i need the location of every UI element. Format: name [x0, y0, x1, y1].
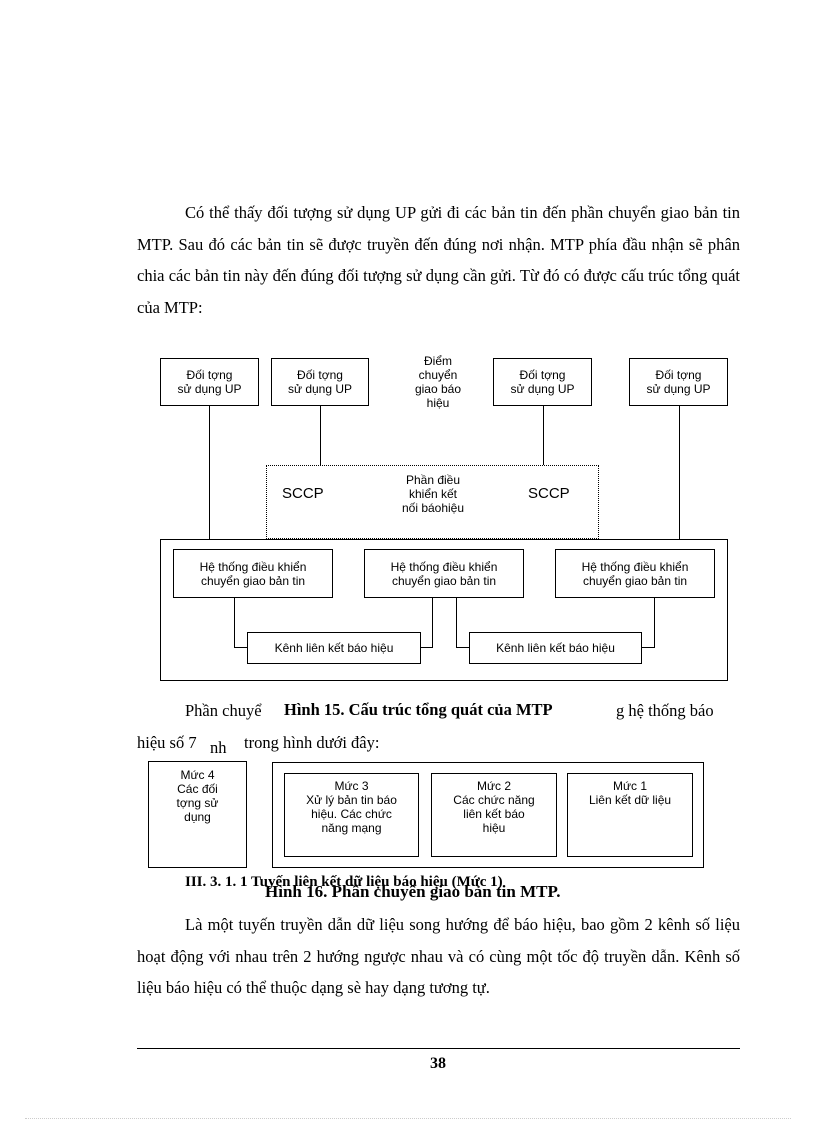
connector-line: [679, 406, 680, 539]
body-paragraph: Là một tuyến truyền dẫn dữ liệu song hướ…: [137, 915, 740, 997]
sccp-left-label: SCCP: [282, 485, 324, 502]
signalling-link-box-2: Kênh liên kết báo hiệu: [469, 632, 642, 664]
stp-label: Điểm chuyển giao báo hiệu: [414, 354, 462, 410]
sccp-dotted-box: [266, 465, 599, 539]
link-connector: [456, 597, 457, 647]
text-fragment-right: g hệ thống báo: [616, 701, 714, 720]
text-fragment-left: Phần chuyể: [185, 701, 262, 720]
intro-paragraph: Có thể thấy đối tượng sử dụng UP gửi đi …: [137, 203, 740, 317]
link-connector: [432, 597, 433, 647]
sccp-center-label: Phần điều khiển kết nối báohiệu: [401, 473, 465, 515]
level-3-box: Mức 3 Xử lý bản tin báo hiệu. Các chức n…: [284, 773, 419, 857]
link-connector: [234, 597, 235, 647]
mtp-outer-box: [160, 539, 728, 681]
footer-rule: [137, 1048, 740, 1049]
sccp-right-label: SCCP: [528, 485, 570, 502]
text-fragment-right-2: trong hình dưới đây:: [244, 733, 380, 752]
connector-line: [209, 406, 210, 539]
level-4-box: Mức 4 Các đối tợng sử dụng: [148, 761, 247, 868]
figure-15-caption: Hình 15. Cấu trúc tổng quát của MTP: [284, 700, 553, 719]
link-connector: [456, 647, 470, 648]
page-number: 38: [430, 1055, 446, 1072]
link-connector: [420, 647, 433, 648]
text-fragment-left-2: hiệu số 7: [137, 733, 197, 752]
link-connector: [641, 647, 655, 648]
mtp-levels-outer-box: [272, 762, 704, 868]
link-connector: [654, 597, 655, 647]
figure-16-caption: Hình 16. Phần chuyển giao bản tin MTP.: [265, 882, 561, 901]
connector-line: [320, 406, 321, 465]
link-connector: [234, 647, 248, 648]
level-1-box: Mức 1 Liên kết dữ liệu: [567, 773, 693, 857]
signalling-link-box-1: Kênh liên kết báo hiệu: [247, 632, 421, 664]
text-fragment-nh: nh: [210, 738, 227, 757]
page-edge-dotted: [25, 1118, 791, 1119]
level-2-box: Mức 2 Các chức năng liên kết báo hiệu: [431, 773, 557, 857]
section-heading: III. 3. 1. 1 Tuyến liên kết dữ liệu báo …: [185, 874, 503, 890]
connector-line: [543, 406, 544, 465]
